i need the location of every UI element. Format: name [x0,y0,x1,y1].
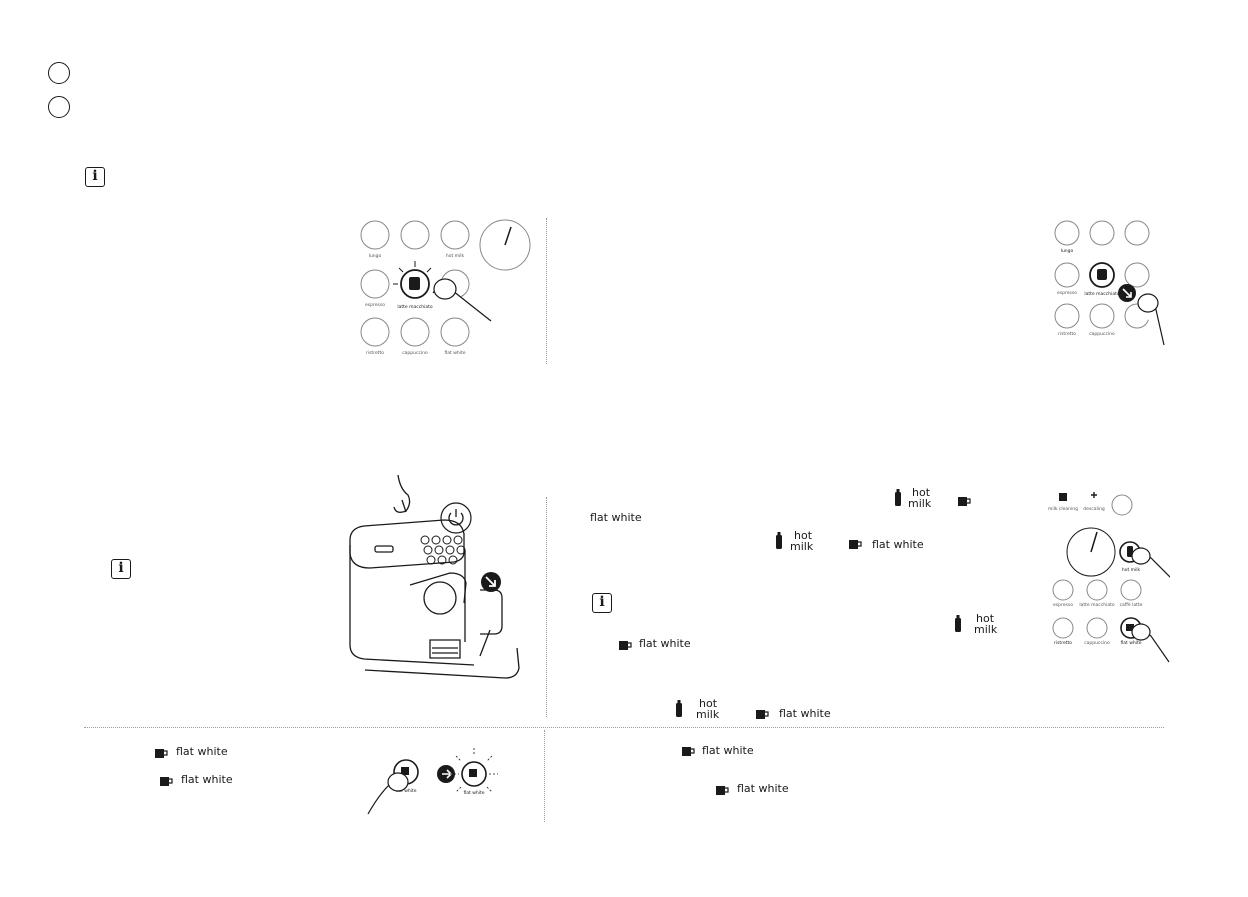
flat-white-text: flat white [639,637,691,650]
flat-white-text: flat white [737,782,789,795]
milk-bottle-icon [955,615,961,632]
btn-label: lungo [369,253,382,259]
btn-label: cappuccino [402,350,428,356]
flat-white-text: flat white [779,707,831,720]
btn-label: hot milk [446,253,465,259]
btn-label: latte macchiato [1084,291,1119,297]
btn-label: descaling [1083,506,1105,512]
btn-label: espresso [1053,602,1073,608]
flat-white-cup-icon [958,497,971,506]
btn-label: flat white [395,788,416,794]
control-panel-illustration-a: lungo hot milk espresso latte macchiato … [360,219,531,356]
flat-white-cup-icon [160,777,173,786]
divider-middle [546,497,547,717]
hot-text: hot [976,612,995,625]
flat-white-text: flat white [176,745,228,758]
flat-white-press-illustration: flat white flat white [367,748,498,815]
btn-label: cappuccino [1089,331,1115,337]
btn-label: ristretto [366,350,384,356]
flat-white-text: flat white [702,744,754,757]
step-marker-2 [48,96,70,118]
flat-white-cup-icon [716,786,729,795]
btn-label: milk cleaning [1048,506,1078,512]
btn-label: hot milk [1122,567,1141,573]
hot-text: hot [794,529,813,542]
flat-white-text: flat white [872,538,924,551]
btn-label: ristretto [1058,331,1076,337]
divider-bottom [544,730,545,822]
btn-label: lungo [1061,248,1074,254]
btn-label: espresso [365,302,385,308]
flat-white-cup-icon [756,710,769,719]
control-panel-illustration-c: milk cleaning descaling hot milk espress… [1048,492,1170,663]
milk-text: milk [790,540,814,553]
flat-white-text: flat white [590,511,642,524]
control-panel-illustration-b: lungo latte macchiato espresso ristretto… [1054,220,1165,346]
info-icon: i [85,167,105,187]
milk-bottle-icon [776,532,782,549]
btn-label: espresso [1057,290,1077,296]
divider-horizontal [84,727,1164,728]
btn-label: caffè latte [1120,601,1143,608]
info-icon: i [111,559,131,579]
step-marker-1 [48,62,70,84]
flat-white-cup-icon [682,747,695,756]
info-icon: i [592,593,612,613]
flat-white-cup-icon [619,641,632,650]
btn-label: flat white [1120,640,1141,646]
milk-bottle-icon [895,489,901,506]
btn-label: latte macchiato [397,304,432,310]
milk-bottle-icon [676,700,682,717]
btn-label: latte macchiato [1079,602,1114,608]
btn-label: ristretto [1054,640,1072,646]
milk-text: milk [974,623,998,636]
machine-illustration [349,474,520,679]
hot-text: hot [699,697,718,710]
hot-text: hot [912,486,931,499]
flat-white-text: flat white [181,773,233,786]
btn-label: flat white [444,350,465,356]
btn-label: cappuccino [1084,640,1110,646]
milk-text: milk [908,497,932,510]
flat-white-cup-icon [155,749,168,758]
btn-label: flat white [463,790,484,796]
flat-white-cup-icon [849,540,862,549]
divider-top [546,218,547,364]
milk-text: milk [696,708,720,721]
